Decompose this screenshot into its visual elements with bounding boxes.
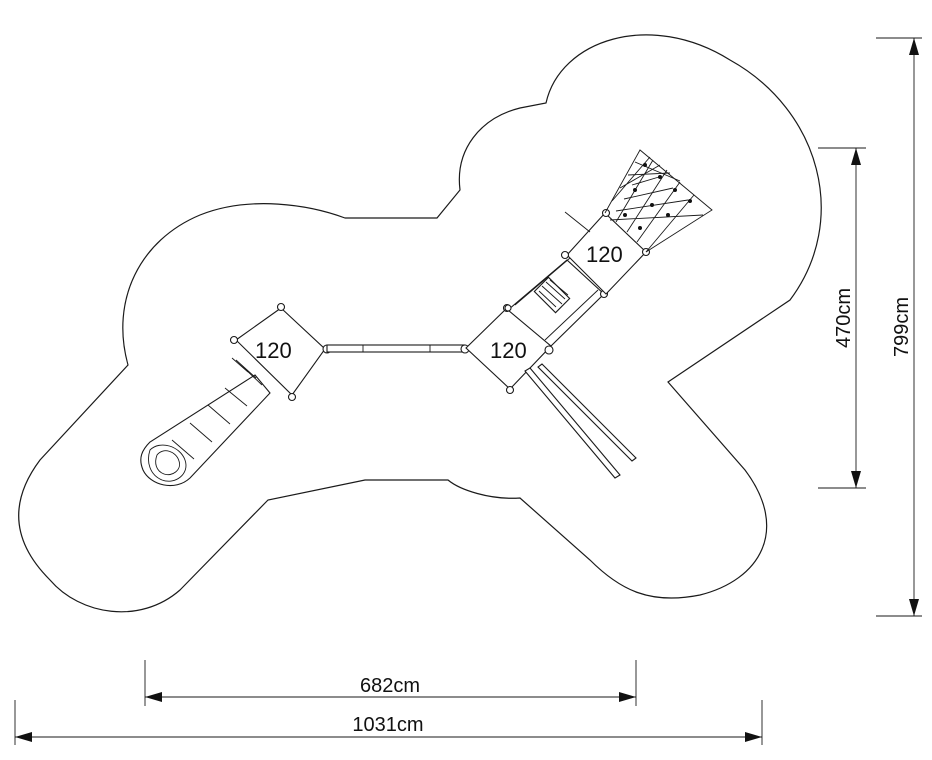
climbing-net — [604, 149, 713, 253]
platform-left-height: 120 — [255, 338, 292, 363]
platform-upper: 120 — [560, 208, 651, 295]
platform-middle-height: 120 — [490, 338, 527, 363]
dimension-inner-width: 682cm — [144, 660, 637, 706]
dimension-inner-height: 470cm — [818, 147, 866, 489]
climbing-ramp — [504, 257, 609, 347]
inner-width-label: 682cm — [360, 675, 420, 697]
inner-height-label: 470cm — [833, 288, 855, 348]
slide-rails — [524, 363, 637, 479]
dimension-total-width: 1031cm — [14, 700, 763, 745]
bridge — [326, 344, 470, 354]
safety-zone-outline — [18, 34, 822, 613]
platform-upper-height: 120 — [586, 242, 623, 267]
total-height-label: 799cm — [891, 297, 913, 357]
total-width-label: 1031cm — [352, 714, 423, 736]
tube-slide — [140, 357, 271, 487]
platform-left: 120 — [229, 302, 332, 402]
dimension-total-height: 799cm — [876, 37, 922, 617]
